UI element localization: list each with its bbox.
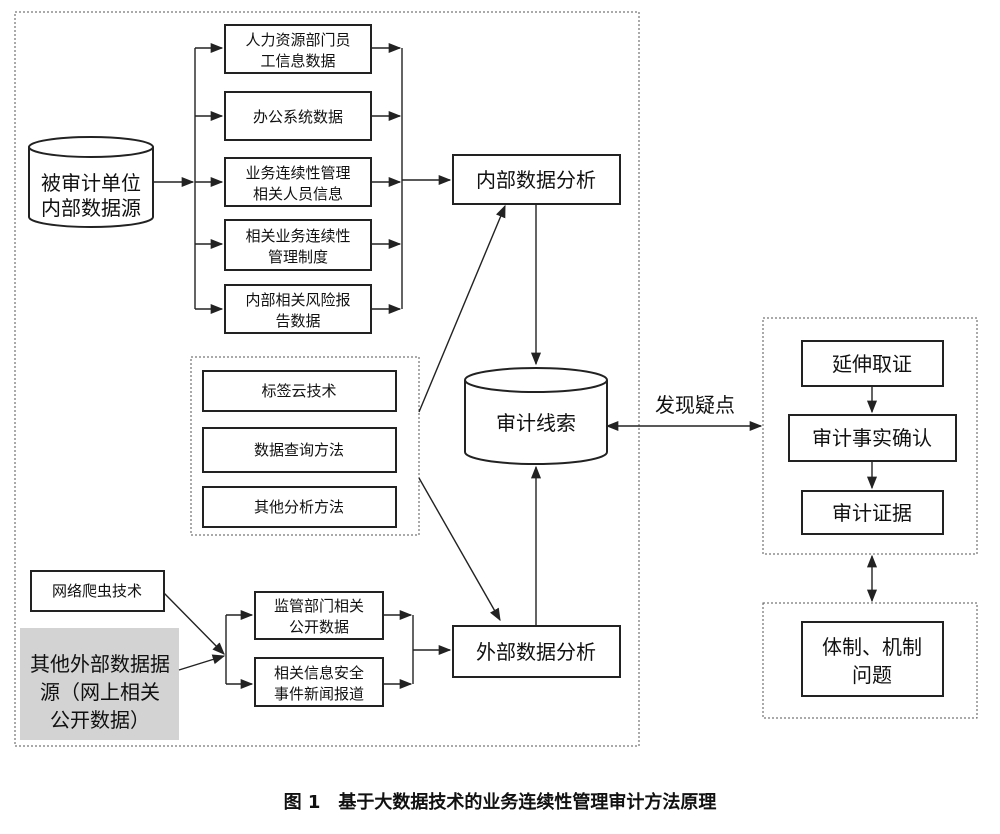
- external-item-2: 相关信息安全 事件新闻报道: [254, 657, 384, 707]
- audit-step-box-3: 审计证据: [801, 490, 944, 535]
- internal-item-3-line1: 业务连续性管理: [245, 164, 350, 182]
- audit-step-label-3: 审计证据: [832, 501, 912, 525]
- internal-analysis-label: 内部数据分析: [476, 168, 596, 192]
- methods-to-external-arrow: [418, 477, 501, 622]
- internal-analysis-box: 内部数据分析: [452, 154, 621, 205]
- figure-caption: 图 1 基于大数据技术的业务连续性管理审计方法原理: [284, 791, 717, 813]
- web-crawler-label: 网络爬虫技术: [52, 582, 142, 600]
- internal-item-4-line2: 管理制度: [268, 248, 328, 266]
- method-box-2: 数据查询方法: [202, 427, 397, 473]
- system-issue-box: 体制、机制 问题: [801, 621, 944, 697]
- internal-item-5: 内部相关风险报 告数据: [224, 284, 372, 334]
- external-source-line3: 公开数据）: [50, 708, 150, 732]
- system-issue-border: [762, 602, 978, 719]
- source-to-external-arrow: [178, 654, 226, 671]
- method-box-1: 标签云技术: [202, 370, 397, 412]
- internal-source-cylinder: 被审计单位 内部数据源: [28, 136, 154, 228]
- methods-to-internal-arrow: [418, 204, 506, 413]
- audit-step-box-1: 延伸取证: [801, 340, 944, 387]
- audit-steps-border: [762, 317, 978, 555]
- audit-step-label-1: 延伸取证: [832, 352, 912, 376]
- internal-item-3-line2: 相关人员信息: [253, 185, 343, 203]
- external-item-2-line2: 事件新闻报道: [274, 685, 364, 703]
- internal-source-line2: 内部数据源: [41, 196, 141, 220]
- method-label-3: 其他分析方法: [254, 498, 344, 516]
- method-box-3: 其他分析方法: [202, 486, 397, 528]
- internal-item-2: 办公系统数据: [224, 91, 372, 141]
- internal-item-2-line1: 办公系统数据: [253, 108, 343, 126]
- internal-item-4: 相关业务连续性 管理制度: [224, 219, 372, 271]
- external-item-1: 监管部门相关 公开数据: [254, 591, 384, 640]
- crawler-to-external-arrow: [163, 592, 225, 655]
- find-doubts-label: 发现疑点: [655, 393, 735, 417]
- internal-item-1: 人力资源部门员 工信息数据: [224, 24, 372, 74]
- internal-item-5-line1: 内部相关风险报: [245, 291, 350, 309]
- left-panel-border: [14, 11, 640, 747]
- external-item-1-line2: 公开数据: [289, 618, 349, 636]
- audit-step-box-2: 审计事实确认: [788, 414, 957, 462]
- external-source-line2: 源（网上相关: [40, 680, 160, 704]
- internal-item-3: 业务连续性管理 相关人员信息: [224, 157, 372, 207]
- external-source-line1: 其他外部数据据: [30, 652, 170, 676]
- external-source-box: 其他外部数据据 源（网上相关 公开数据）: [20, 628, 179, 740]
- system-issue-line1: 体制、机制: [822, 635, 922, 659]
- external-analysis-label: 外部数据分析: [476, 640, 596, 664]
- internal-source-line1: 被审计单位: [41, 171, 141, 195]
- internal-item-4-line1: 相关业务连续性: [245, 227, 350, 245]
- method-label-2: 数据查询方法: [254, 441, 344, 459]
- external-analysis-box: 外部数据分析: [452, 625, 621, 678]
- internal-item-1-line2: 工信息数据: [260, 52, 335, 70]
- external-item-1-line1: 监管部门相关: [274, 597, 364, 615]
- method-label-1: 标签云技术: [261, 382, 336, 400]
- methods-border: [190, 356, 420, 536]
- audit-step-label-2: 审计事实确认: [812, 426, 932, 450]
- external-item-2-line1: 相关信息安全: [274, 664, 364, 682]
- system-issue-line2: 问题: [852, 663, 892, 687]
- internal-item-5-line2: 告数据: [275, 312, 320, 330]
- audit-clues-cylinder: 审计线索: [464, 367, 608, 465]
- web-crawler-box: 网络爬虫技术: [30, 570, 165, 612]
- internal-item-1-line1: 人力资源部门员: [245, 31, 350, 49]
- audit-clues-label: 审计线索: [496, 411, 576, 435]
